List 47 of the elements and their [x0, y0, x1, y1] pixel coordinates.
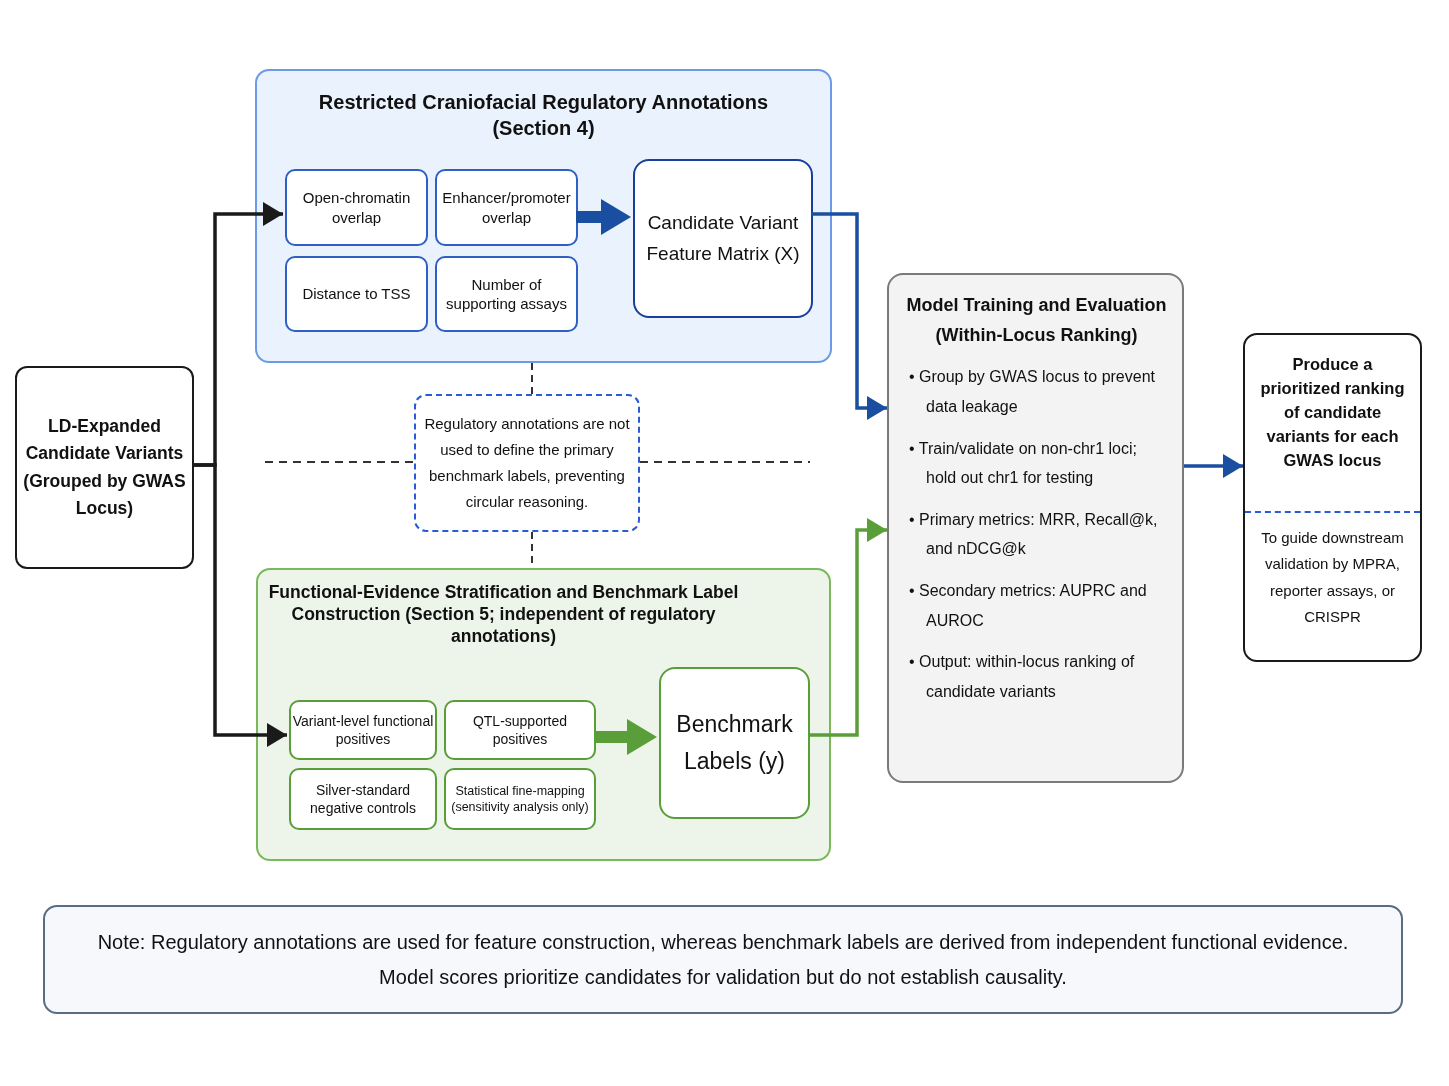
feature-box	[285, 169, 428, 246]
arrow	[811, 212, 887, 420]
evidence-box	[289, 768, 437, 830]
box-label: Open-chromatin overlap	[301, 188, 412, 227]
output-heading: Produce a prioritized ranking of candidate variants for each GWAS locus	[1259, 354, 1406, 471]
box-label: Enhancer/promoter overlap	[441, 188, 572, 227]
box-label: Statistical fine-mapping (sensitivity analysis only)	[450, 782, 590, 816]
labels-box	[659, 667, 810, 819]
box-label: Candidate Variant Feature Matrix (X)	[645, 211, 801, 266]
arrow	[194, 463, 287, 747]
box-label: Benchmark Labels (y)	[675, 710, 794, 776]
connector-line	[531, 362, 533, 395]
evidence-box	[289, 700, 437, 760]
group-panel	[256, 568, 831, 861]
panel-title: Functional-Evidence Stratification and Benchmark Label Construction (Section 5; independent of regulatory annotations)	[267, 582, 740, 648]
panel-heading: Model Training and Evaluation (Within-Locus Ranking)	[905, 294, 1168, 347]
process-box	[15, 366, 194, 569]
arrow	[576, 199, 631, 235]
arrow	[1184, 454, 1243, 478]
box-label: LD-Expanded Candidate Variants (Grouped by GWAS Locus)	[22, 415, 187, 520]
bullet-item: • Train/validate on non-chr1 loci; hold out chr1 for testing	[909, 438, 1138, 489]
evidence-box	[444, 700, 596, 760]
arrow	[808, 518, 887, 737]
box-label: Regulatory annotations are not used to define the primary benchmark labels, preventing circular reasoning.	[423, 413, 631, 513]
bullet-item: • Primary metrics: MRR, Recall@k, and nDCG@k	[909, 509, 1159, 560]
bullet-item: • Secondary metrics: AUPRC and AUROC	[909, 580, 1148, 631]
box-label: QTL-supported positives	[471, 711, 569, 749]
bullet-item: • Group by GWAS locus to prevent data leakage	[909, 367, 1156, 417]
model-panel	[887, 273, 1184, 783]
note-box	[414, 394, 640, 532]
box-label: Variant-level functional positives	[291, 711, 435, 749]
box-label: Silver-standard negative controls	[309, 780, 417, 818]
feature-box	[285, 256, 428, 332]
box-label: Number of supporting assays	[445, 274, 568, 314]
bullet-item: • Output: within-locus ranking of candidate variants	[909, 652, 1136, 702]
output-box	[1243, 333, 1422, 662]
output-note: To guide downstream validation by MPRA, reporter assays, or CRISPR	[1260, 528, 1405, 627]
matrix-box	[633, 159, 813, 318]
panel-title: Restricted Craniofacial Regulatory Annotations (Section 4)	[317, 90, 770, 141]
arrow	[594, 719, 657, 755]
note-text: Note: Regulatory annotations are used for feature construction, whereas benchmark labels are derived from independent functional evidence. Model scores prioritize candidates for validation but do not establish causality.	[96, 929, 1350, 990]
box-label: Distance to TSS	[302, 284, 411, 304]
note-panel	[43, 905, 1403, 1014]
feature-box	[435, 256, 578, 332]
group-panel	[255, 69, 832, 363]
evidence-box	[444, 768, 596, 830]
feature-box	[435, 169, 578, 246]
